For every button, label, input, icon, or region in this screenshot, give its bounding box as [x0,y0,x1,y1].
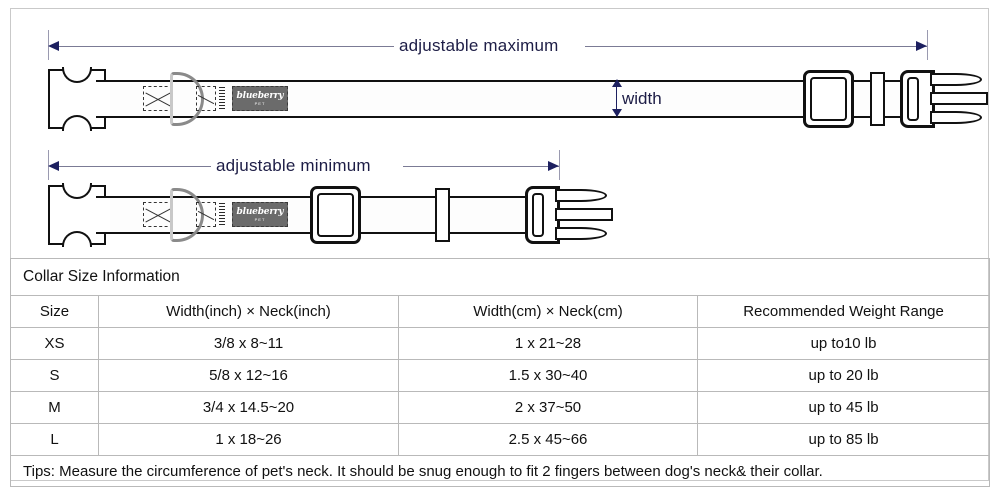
table-row: XS 3/8 x 8~11 1 x 21~28 up to10 lb [10,327,991,360]
stitch-box-left-min [143,202,173,227]
cell-weight: up to 20 lb [696,359,991,392]
column-header-inch: Width(inch) × Neck(inch) [98,295,399,328]
dimension-arrow-left-min [48,161,59,171]
width-arrow-head-down-max [612,109,622,117]
width-arrow-line-max [616,82,617,116]
table-row: L 1 x 18~26 2.5 x 45~66 up to 85 lb [10,423,991,456]
dimension-tick-right-min [559,150,560,180]
slide-adjuster-inner-max [810,77,847,121]
cell-size: M [10,391,99,424]
dimension-tick-right-max [927,30,928,60]
slide-adjuster-max [803,70,854,128]
table-tips-row: Tips: Measure the circumference of pet's… [9,455,991,487]
cell-weight: up to 45 lb [696,391,991,424]
dimension-line-min-right [403,166,559,167]
adjustable-maximum-label: adjustable maximum [399,36,559,55]
slide-adjuster-min [310,186,361,244]
dimension-arrow-right-max [916,41,927,51]
cell-inch: 3/8 x 8~11 [98,327,399,360]
adjustable-minimum-label: adjustable minimum [216,156,371,175]
cell-size: L [10,423,99,456]
brand-label-tag-max: blueberry PET [232,86,288,111]
cell-weight: up to10 lb [696,327,991,360]
width-arrow-head-up-max [612,79,622,87]
male-buckle-prong-top-max [930,73,982,86]
brand-label-tag-min: blueberry PET [232,202,288,227]
brand-name-max: blueberry [236,90,284,101]
cell-size: XS [10,327,99,360]
stitch-box-left-max [143,86,173,111]
cell-inch: 1 x 18~26 [98,423,399,456]
brand-sub-min: PET [254,216,266,222]
male-buckle-inner-max [907,77,919,121]
cell-cm: 2.5 x 45~66 [398,423,698,456]
brand-sub-max: PET [254,100,266,106]
cell-weight: up to 85 lb [696,423,991,456]
male-buckle-prong-top-min [555,189,607,202]
column-header-weight: Recommended Weight Range [696,295,991,328]
column-header-size: Size [10,295,99,328]
column-header-cm: Width(cm) × Neck(cm) [398,295,698,328]
keeper-loop-max [870,72,885,126]
table-title: Collar Size Information [9,258,991,296]
dimension-line-min-left [54,166,211,167]
male-buckle-prong-bottom-min [555,227,607,240]
male-buckle-prong-bottom-max [930,111,982,124]
dimension-line-max-left [54,46,394,47]
cell-cm: 1.5 x 30~40 [398,359,698,392]
dimension-arrow-right-min [548,161,559,171]
collar-size-table: Collar Size Information Size Width(inch)… [9,258,991,487]
width-label: width [622,89,662,108]
cell-inch: 3/4 x 14.5~20 [98,391,399,424]
male-buckle-prong-center-min [555,208,613,221]
table-header-row: Size Width(inch) × Neck(inch) Width(cm) … [10,295,991,328]
tips-text: Tips: Measure the circumference of pet's… [9,455,991,487]
zigzag-stitch-min [219,203,225,227]
slide-adjuster-inner-min [317,193,354,237]
male-buckle-inner-min [532,193,544,237]
male-buckle-prong-center-max [930,92,988,105]
brand-name-min: blueberry [236,206,284,217]
zigzag-stitch-max [219,87,225,111]
table-row: S 5/8 x 12~16 1.5 x 30~40 up to 20 lb [10,359,991,392]
table-row: M 3/4 x 14.5~20 2 x 37~50 up to 45 lb [10,391,991,424]
stitch-box-right-min [196,202,216,227]
collar-diagram: adjustable maximum blueberry PET width [10,8,989,258]
cell-inch: 5/8 x 12~16 [98,359,399,392]
dimension-line-max-right [585,46,927,47]
stitch-box-right-max [196,86,216,111]
keeper-loop-min [435,188,450,242]
cell-cm: 2 x 37~50 [398,391,698,424]
cell-size: S [10,359,99,392]
table-title-row: Collar Size Information [9,258,991,296]
cell-cm: 1 x 21~28 [398,327,698,360]
dimension-arrow-left-max [48,41,59,51]
